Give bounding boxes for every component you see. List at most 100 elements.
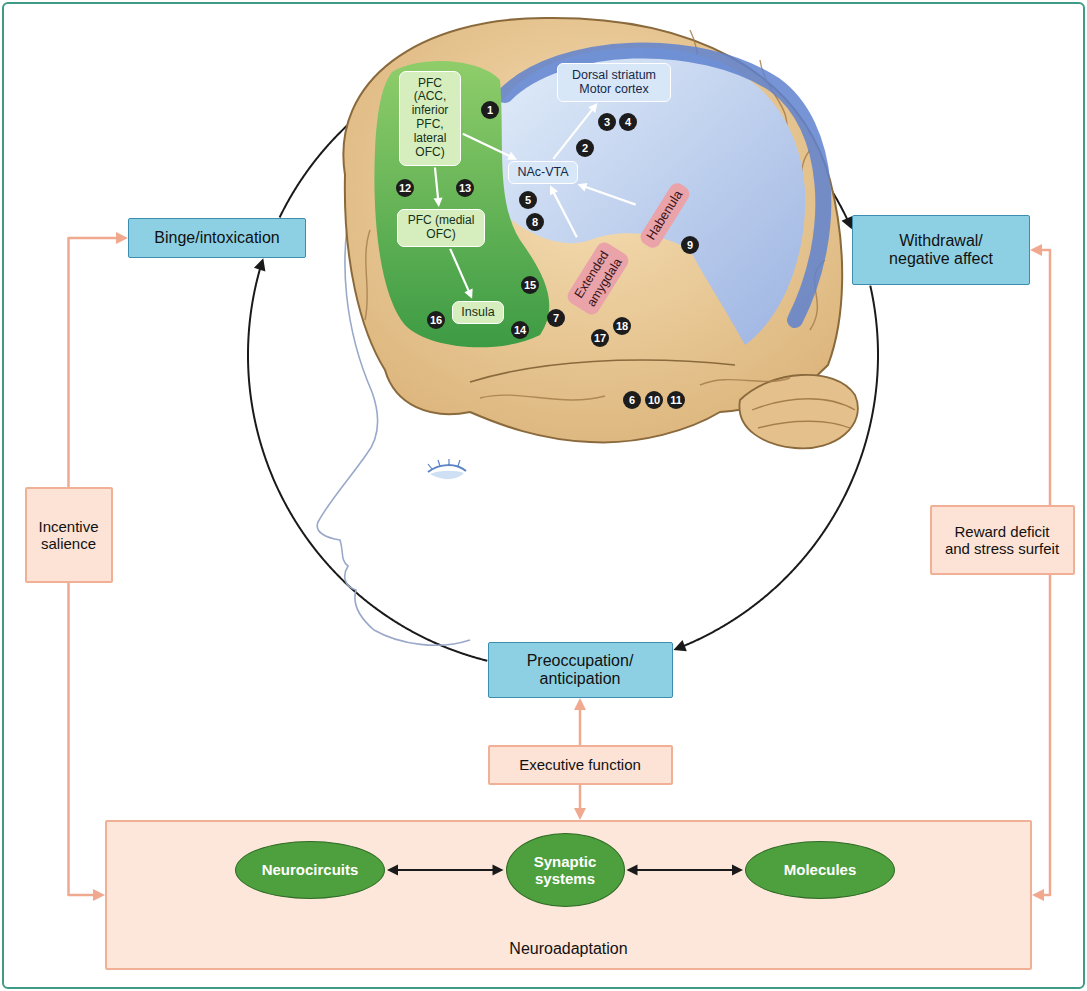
container-box: Neuroadaptation Neurocircuits Synaptic sys… [105, 820, 1032, 970]
circuit-arrow [578, 183, 636, 205]
callout-number: 9 [681, 236, 699, 254]
node-text: Preoccupation/ anticipation [515, 652, 645, 689]
arrowhead [627, 865, 638, 876]
stage-box: Binge/intoxication [128, 218, 306, 258]
double-arrow [627, 865, 744, 876]
eye [430, 471, 464, 479]
eye-lashes [428, 459, 460, 469]
callout-number: 3 [598, 113, 616, 131]
connector-line [579, 785, 582, 809]
node-text: NAc-VTA [517, 165, 568, 179]
node-text: Withdrawal/ negative affect [881, 232, 1001, 269]
prefrontal-region [374, 61, 549, 347]
connector-line [397, 869, 494, 871]
ellipse-node: Synaptic systems [506, 833, 625, 907]
arrowhead [116, 232, 128, 244]
connector-line [463, 134, 510, 157]
arrowhead [387, 865, 398, 876]
feedback-arrow [574, 698, 586, 745]
callout-number: 1 [481, 101, 499, 119]
node-text: Executive function [500, 756, 660, 773]
node-text: Binge/intoxication [142, 229, 292, 247]
node-text: Incentive salience [33, 518, 105, 553]
feedback-arrow [69, 232, 129, 487]
node-text: PFC (medial OFC) [403, 214, 479, 242]
double-arrow [387, 865, 504, 876]
callout-number: 12 [396, 179, 414, 197]
brain-region-label: Dorsal striatum Motor cortex [557, 63, 671, 102]
feedback-arrow [1030, 244, 1050, 505]
process-box: Executive function [488, 745, 673, 785]
callout-number: 7 [547, 309, 565, 327]
eye-lid [428, 465, 466, 472]
arrowhead [1030, 244, 1042, 256]
node-text: Neuroadaptation [509, 940, 627, 958]
connector-line [585, 187, 636, 205]
connector-line [579, 709, 582, 745]
connector-line [450, 249, 469, 292]
feedback-arrow [69, 583, 106, 901]
node-text: Molecules [784, 861, 857, 878]
arrowhead [588, 103, 597, 113]
node-text: Synaptic systems [519, 853, 611, 888]
callout-number: 17 [591, 329, 609, 347]
node-text: Habenula [644, 187, 686, 242]
ellipse-node: Neurocircuits [235, 841, 385, 899]
node-text: Neurocircuits [262, 861, 359, 878]
brain-region-label: NAc-VTA [508, 161, 578, 184]
striatal-arc [505, 50, 823, 320]
arrowhead [673, 640, 686, 651]
arrowhead [574, 698, 586, 710]
cerebellum-folds [752, 399, 855, 428]
arrowhead [550, 185, 558, 195]
arrowhead [841, 216, 852, 229]
cerebellum [739, 375, 857, 449]
callout-number: 15 [521, 276, 539, 294]
callout-number: 10 [645, 391, 663, 409]
stage-box: Preoccupation/ anticipation [488, 642, 673, 698]
arrowhead [434, 198, 443, 207]
brain-outline [343, 18, 842, 442]
callout-number: 13 [456, 179, 474, 197]
brain-region-label: PFC (ACC, inferior PFC, lateral OFC) [399, 71, 461, 166]
arrowhead [493, 865, 504, 876]
callout-number: 4 [619, 113, 637, 131]
node-text: PFC (ACC, inferior PFC, lateral OFC) [405, 77, 455, 160]
callout-number: 2 [576, 139, 594, 157]
callout-number: 14 [511, 321, 529, 339]
ellipse-node: Molecules [745, 841, 895, 899]
connector-line [637, 869, 734, 871]
connector-line [435, 167, 438, 199]
circuit-arrow [463, 134, 517, 160]
connector-line [554, 192, 577, 237]
arrowhead [254, 258, 265, 271]
brain-gyri [365, 30, 825, 400]
arrowhead [507, 152, 517, 160]
feedback-arrow [574, 785, 586, 820]
frame-border [3, 3, 1084, 988]
circuit-arrow [434, 167, 443, 207]
feedback-arrow [1032, 575, 1050, 901]
callout-number: 6 [623, 391, 641, 409]
arrowhead [578, 183, 588, 191]
process-box: Incentive salience [25, 487, 113, 583]
brain-region-label: Extended amygdala [565, 239, 632, 317]
process-box: Reward deficit and stress surfeit [930, 505, 1075, 575]
callout-number: 11 [667, 391, 685, 409]
node-text: Insula [461, 305, 494, 319]
brain-region-label: Insula [452, 301, 504, 324]
arrowhead [1032, 889, 1044, 901]
callout-number: 18 [613, 317, 631, 335]
callout-number: 16 [427, 311, 445, 329]
node-text: Reward deficit and stress surfeit [943, 523, 1061, 558]
connector-line [1043, 575, 1050, 895]
circuit-arrow [450, 249, 472, 299]
circuit-arrow [550, 185, 577, 237]
circuit-arrow [553, 103, 597, 159]
arrowhead [732, 865, 743, 876]
connector-line [69, 238, 118, 487]
connector-line [1041, 250, 1050, 505]
brain-region-label: PFC (medial OFC) [397, 209, 485, 247]
arrowhead [93, 889, 105, 901]
